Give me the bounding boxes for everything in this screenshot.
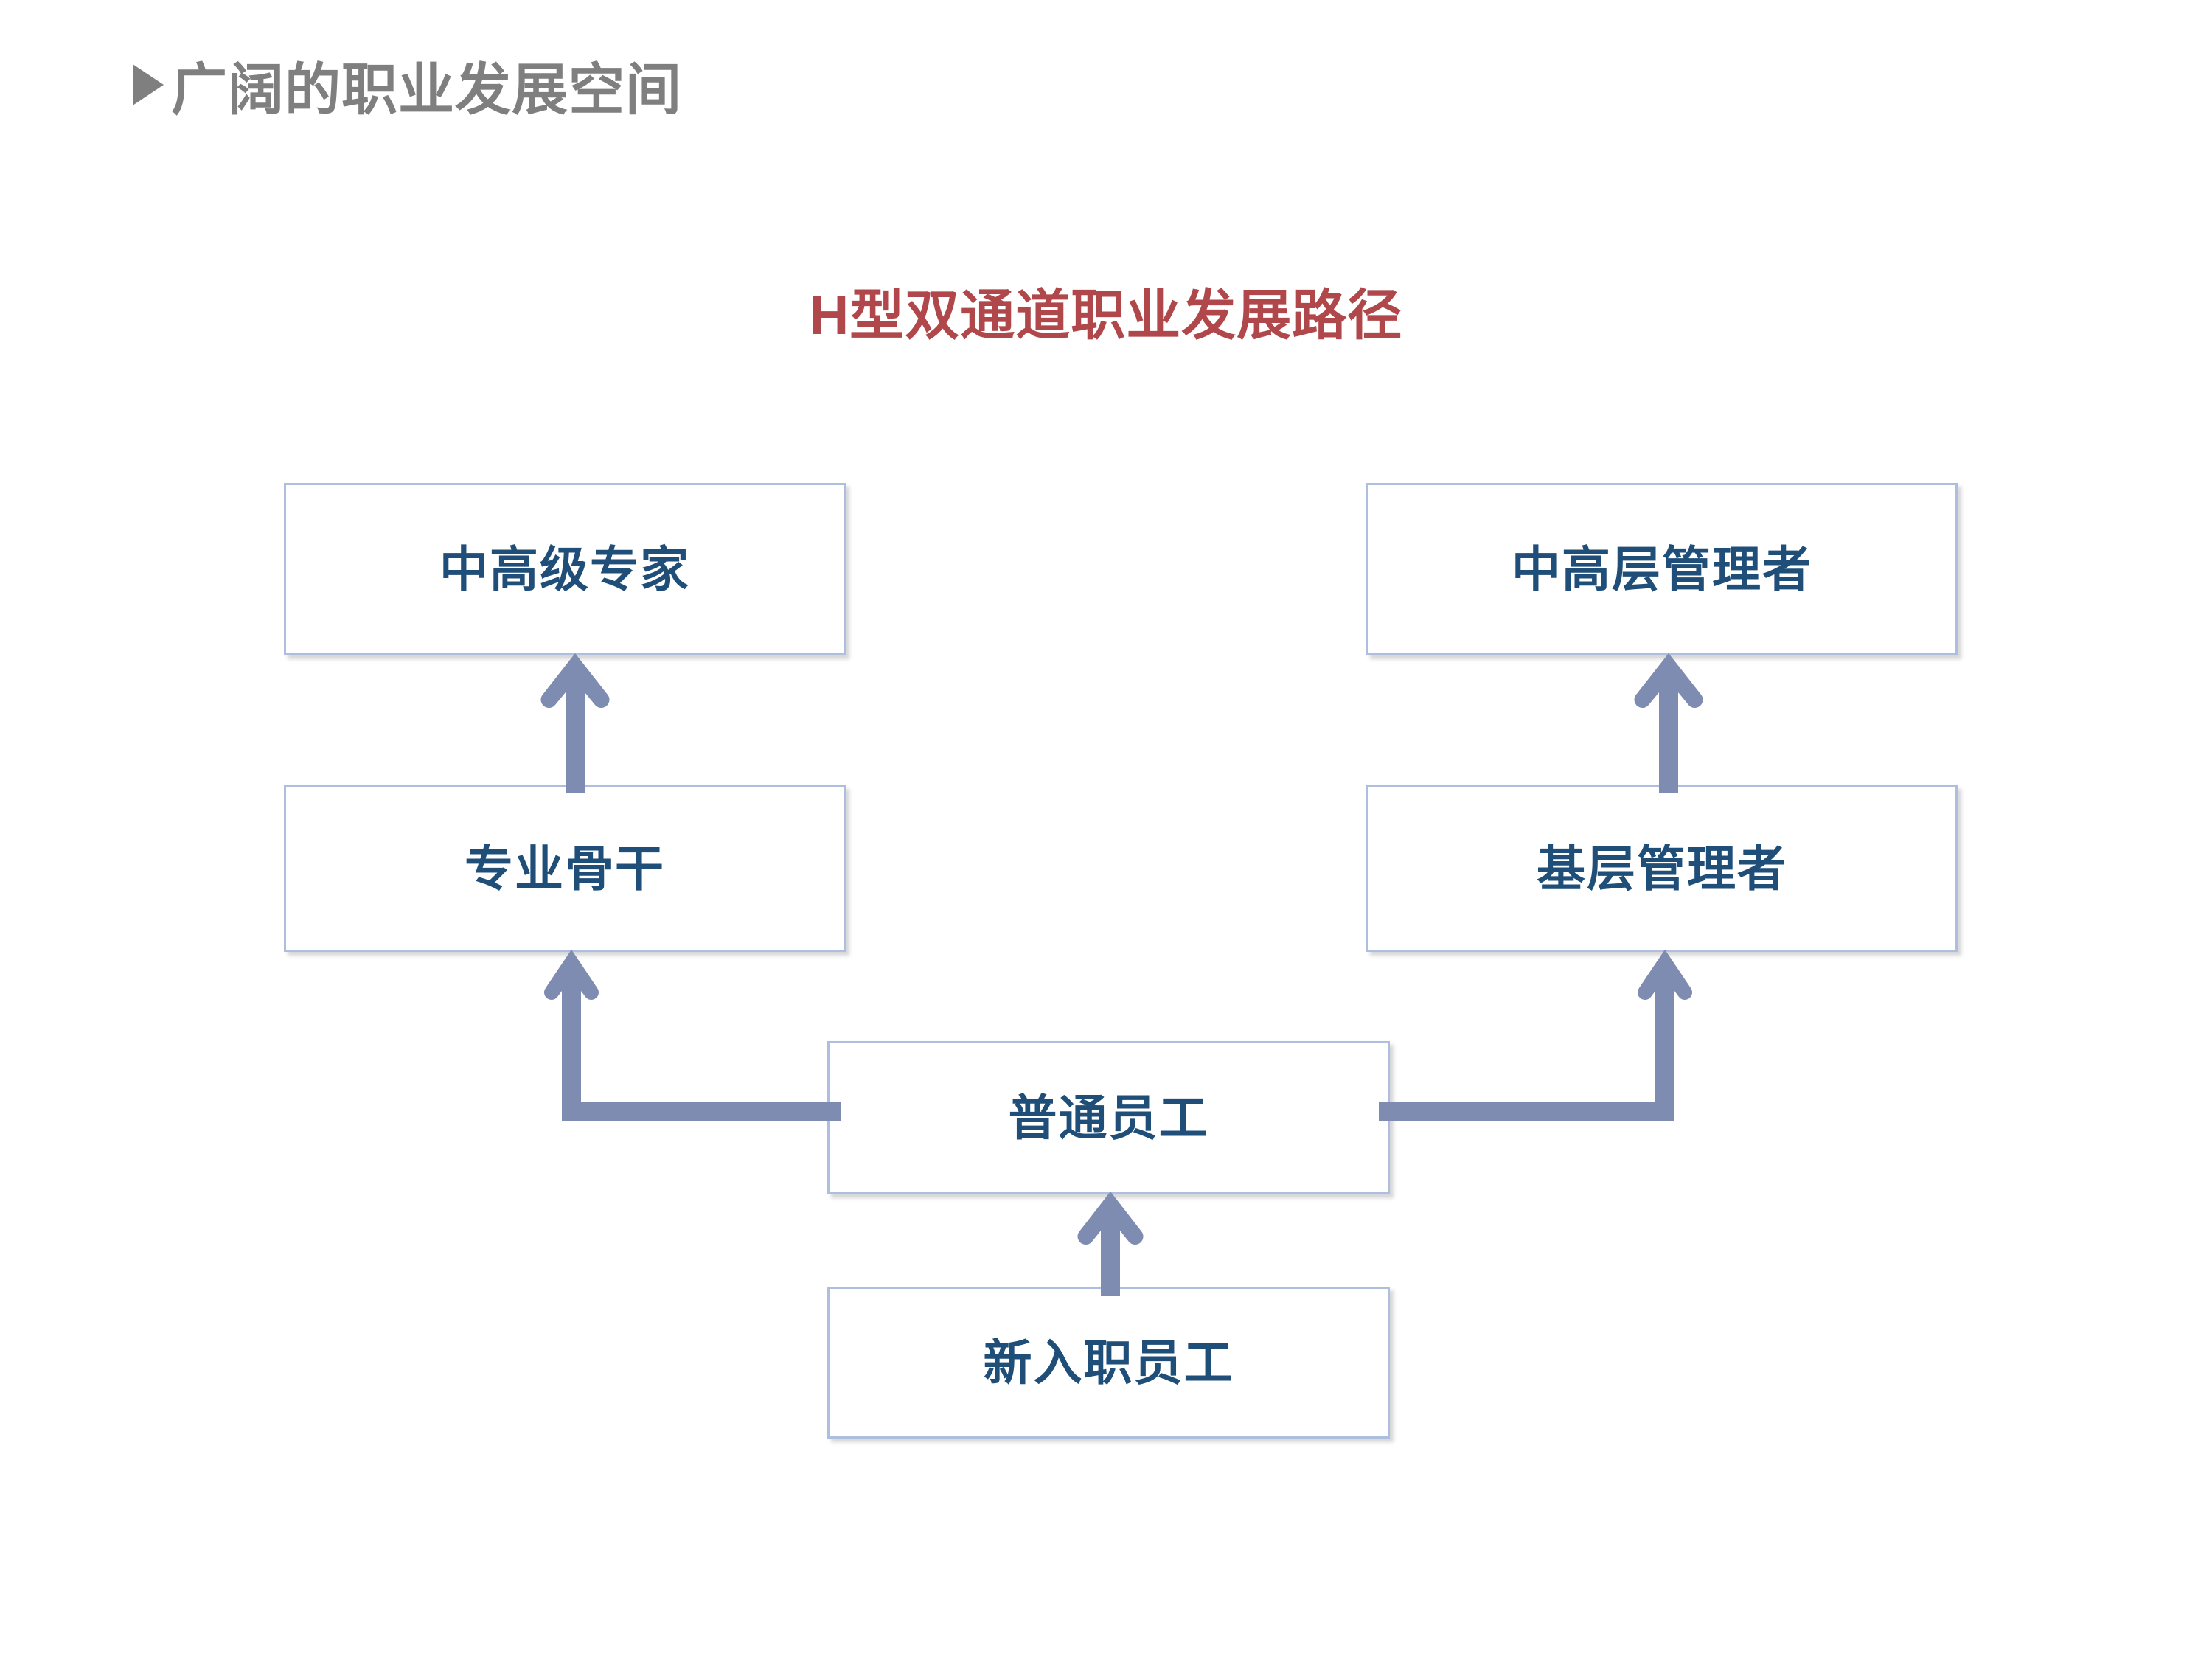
section-header: 广阔的职业发展空间: [133, 44, 682, 125]
triangle-right-icon: [133, 64, 164, 105]
arrow-newhire-to-staff: [1054, 1189, 1172, 1299]
node-backbone[interactable]: 专业骨干: [284, 785, 846, 952]
node-backbone-label: 专业骨干: [465, 841, 665, 896]
node-manager-base[interactable]: 基层管理者: [1366, 785, 1958, 952]
node-newhire-label: 新入职员工: [983, 1335, 1234, 1390]
arrow-staff-to-manager-base: [1379, 944, 1692, 1128]
node-newhire[interactable]: 新入职员工: [827, 1287, 1390, 1439]
arrow-staff-to-backbone: [516, 944, 841, 1128]
arrow-base-to-manager-high: [1610, 649, 1728, 796]
node-expert[interactable]: 中高级专家: [284, 483, 846, 655]
node-manager-high-label: 中高层管理者: [1512, 542, 1812, 597]
arrow-backbone-to-expert: [516, 649, 634, 796]
node-manager-high[interactable]: 中高层管理者: [1366, 483, 1958, 655]
chart-title: H型双通道职业发展路径: [809, 285, 1403, 346]
node-staff-label: 普通员工: [1008, 1091, 1209, 1145]
node-staff[interactable]: 普通员工: [827, 1041, 1390, 1194]
section-header-label: 广阔的职业发展空间: [171, 59, 682, 122]
node-manager-base-label: 基层管理者: [1537, 841, 1787, 896]
node-expert-label: 中高级专家: [439, 542, 690, 597]
